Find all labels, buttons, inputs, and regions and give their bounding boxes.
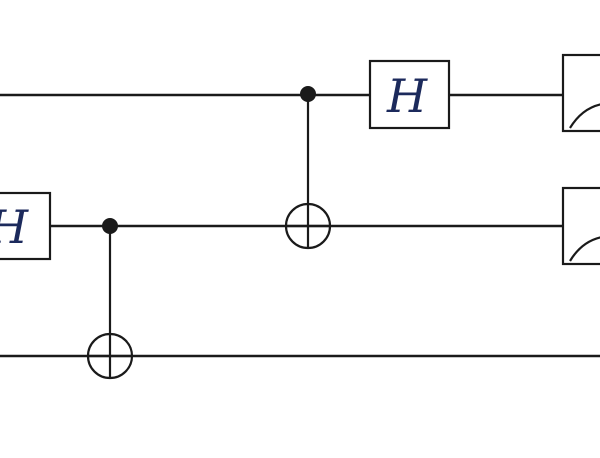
cnot-control-dot-q1 [102, 218, 118, 234]
meter-icon [569, 103, 600, 129]
hadamard-gate-q0-label: H [386, 69, 428, 123]
hadamard-gate-q1: H [0, 191, 52, 261]
measurement-gate-q0 [561, 53, 600, 133]
meter-icon [569, 236, 600, 262]
hadamard-gate-q0: H [368, 59, 451, 130]
cnot-gate-q0-q1 [284, 86, 332, 250]
cnot-control-dot-q0 [300, 86, 316, 102]
hadamard-gate-q1-label: H [0, 200, 29, 254]
measurement-gate-q1 [561, 186, 600, 266]
cnot-gate-q1-q2 [86, 218, 134, 380]
